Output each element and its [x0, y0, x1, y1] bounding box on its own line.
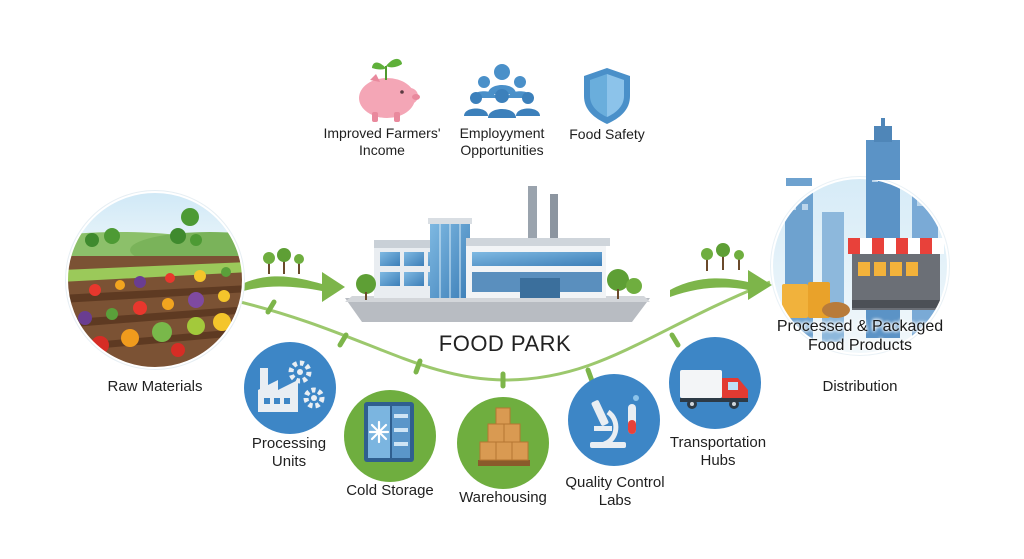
benefit-label-employment: Employyment Opportunities [459, 125, 545, 158]
benefit-label-food-safety: Food Safety [569, 126, 645, 142]
tree-icon [356, 269, 642, 300]
outflow-arrow [670, 243, 772, 300]
destination-overlay-text: Processed & Packaged Food Products [776, 318, 944, 354]
tree-icon [263, 248, 304, 274]
stacked-boxes-icon [457, 397, 549, 489]
refrigerator-snowflake-icon [344, 390, 436, 482]
skyscraper-icon [786, 118, 900, 186]
farm-field-icon [65, 190, 245, 370]
piggy-bank-plant-icon [359, 58, 420, 122]
flow-arc [231, 280, 771, 389]
facility-label-quality-control: Quality Control Labs [565, 474, 665, 509]
tree-icon [85, 208, 202, 247]
factory-gears-icon [244, 342, 336, 434]
source-label: Raw Materials [107, 378, 203, 395]
market-stall [848, 238, 944, 310]
vegetables [78, 267, 231, 357]
people-group-icon [464, 64, 540, 118]
facility-label-processing: Processing Units [251, 435, 327, 470]
microscope-testtube-icon [568, 374, 660, 466]
tree-icon [701, 243, 744, 271]
city-market-icon [770, 176, 950, 356]
destination-label: Distribution [822, 378, 898, 395]
inflow-arrow [240, 248, 345, 302]
benefit-label-farmers-income: Improved Farmers' Income [323, 125, 441, 158]
delivery-truck-icon [669, 337, 761, 429]
facility-label-transportation: Transportation Hubs [669, 434, 767, 469]
package-icon [782, 282, 850, 318]
facility-label-cold-storage: Cold Storage [346, 482, 434, 499]
food-park-building-icon [345, 186, 650, 322]
facility-label-warehousing: Warehousing [459, 489, 547, 506]
shield-icon [584, 68, 630, 124]
diagram-title: FOOD PARK [438, 331, 572, 356]
